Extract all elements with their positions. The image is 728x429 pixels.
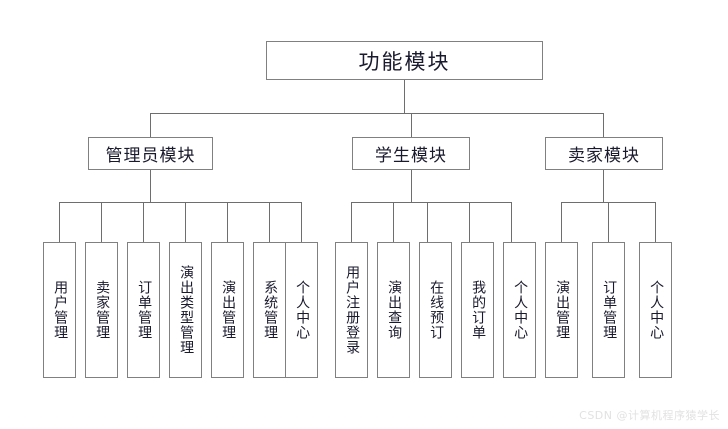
connector-admin-child-0	[59, 202, 60, 242]
node-branch-seller-label: 卖家模块	[568, 146, 640, 166]
connector-branch-2-drop	[603, 113, 604, 137]
node-leaf-seller-personal-center: 个人中心	[639, 242, 672, 378]
node-branch-student: 学生模块	[352, 137, 470, 170]
connector-admin-child-5	[269, 202, 270, 242]
node-leaf-admin-order-management: 订单管理	[127, 242, 160, 378]
node-leaf-label: 订单管理	[601, 280, 618, 340]
node-leaf-label: 卖家管理	[94, 280, 111, 340]
node-branch-seller: 卖家模块	[545, 137, 663, 170]
connector-student-child-1	[393, 202, 394, 242]
node-leaf-admin-show-type-management: 演出类型管理	[169, 242, 202, 378]
node-leaf-admin-user-management: 用户管理	[43, 242, 76, 378]
connector-student-child-3	[469, 202, 470, 242]
node-leaf-label: 个人中心	[648, 280, 665, 340]
node-leaf-admin-seller-management: 卖家管理	[85, 242, 118, 378]
node-leaf-label: 个人中心	[294, 280, 311, 340]
node-branch-admin: 管理员模块	[88, 137, 213, 170]
node-leaf-admin-personal-center: 个人中心	[285, 242, 318, 378]
watermark: CSDN @计算机程序猿学长	[579, 409, 720, 422]
connector-admin-bar	[59, 202, 301, 203]
connector-admin-child-1	[101, 202, 102, 242]
node-leaf-admin-system-management: 系统管理	[253, 242, 286, 378]
node-root-function-module: 功能模块	[266, 41, 543, 80]
connector-branch-1-drop	[411, 113, 412, 137]
connector-student-child-0	[351, 202, 352, 242]
connector-seller-child-0	[561, 202, 562, 242]
node-leaf-label: 演出管理	[220, 280, 237, 340]
connector-seller-stem	[603, 170, 604, 202]
node-leaf-label: 个人中心	[512, 280, 529, 340]
connector-admin-child-6	[301, 202, 302, 242]
node-leaf-label: 系统管理	[262, 280, 279, 340]
node-leaf-label: 演出类型管理	[178, 265, 195, 355]
node-leaf-student-online-booking: 在线预订	[419, 242, 452, 378]
connector-student-child-4	[511, 202, 512, 242]
connector-admin-child-2	[143, 202, 144, 242]
node-leaf-seller-show-management: 演出管理	[545, 242, 578, 378]
node-leaf-seller-order-management: 订单管理	[592, 242, 625, 378]
connector-level2-bar	[150, 113, 604, 114]
connector-branch-0-drop	[150, 113, 151, 137]
connector-seller-child-1	[608, 202, 609, 242]
node-leaf-student-my-orders: 我的订单	[461, 242, 494, 378]
connector-student-bar	[351, 202, 511, 203]
connector-admin-child-3	[185, 202, 186, 242]
node-leaf-label: 用户注册登录	[344, 265, 361, 355]
node-leaf-label: 演出管理	[554, 280, 571, 340]
node-branch-student-label: 学生模块	[375, 146, 447, 166]
node-leaf-student-register-login: 用户注册登录	[335, 242, 368, 378]
node-root-label: 功能模块	[358, 49, 451, 74]
connector-admin-stem	[150, 170, 151, 202]
node-leaf-label: 演出查询	[386, 280, 403, 340]
connector-student-child-2	[427, 202, 428, 242]
node-leaf-admin-show-management: 演出管理	[211, 242, 244, 378]
connector-seller-child-2	[655, 202, 656, 242]
node-branch-admin-label: 管理员模块	[105, 146, 196, 166]
node-leaf-label: 用户管理	[52, 280, 69, 340]
connector-root-stem	[404, 80, 405, 113]
node-leaf-label: 我的订单	[470, 280, 487, 340]
connector-student-stem	[411, 170, 412, 202]
node-leaf-student-personal-center: 个人中心	[503, 242, 536, 378]
node-leaf-student-show-search: 演出查询	[377, 242, 410, 378]
connector-admin-child-4	[227, 202, 228, 242]
node-leaf-label: 订单管理	[136, 280, 153, 340]
node-leaf-label: 在线预订	[428, 280, 445, 340]
